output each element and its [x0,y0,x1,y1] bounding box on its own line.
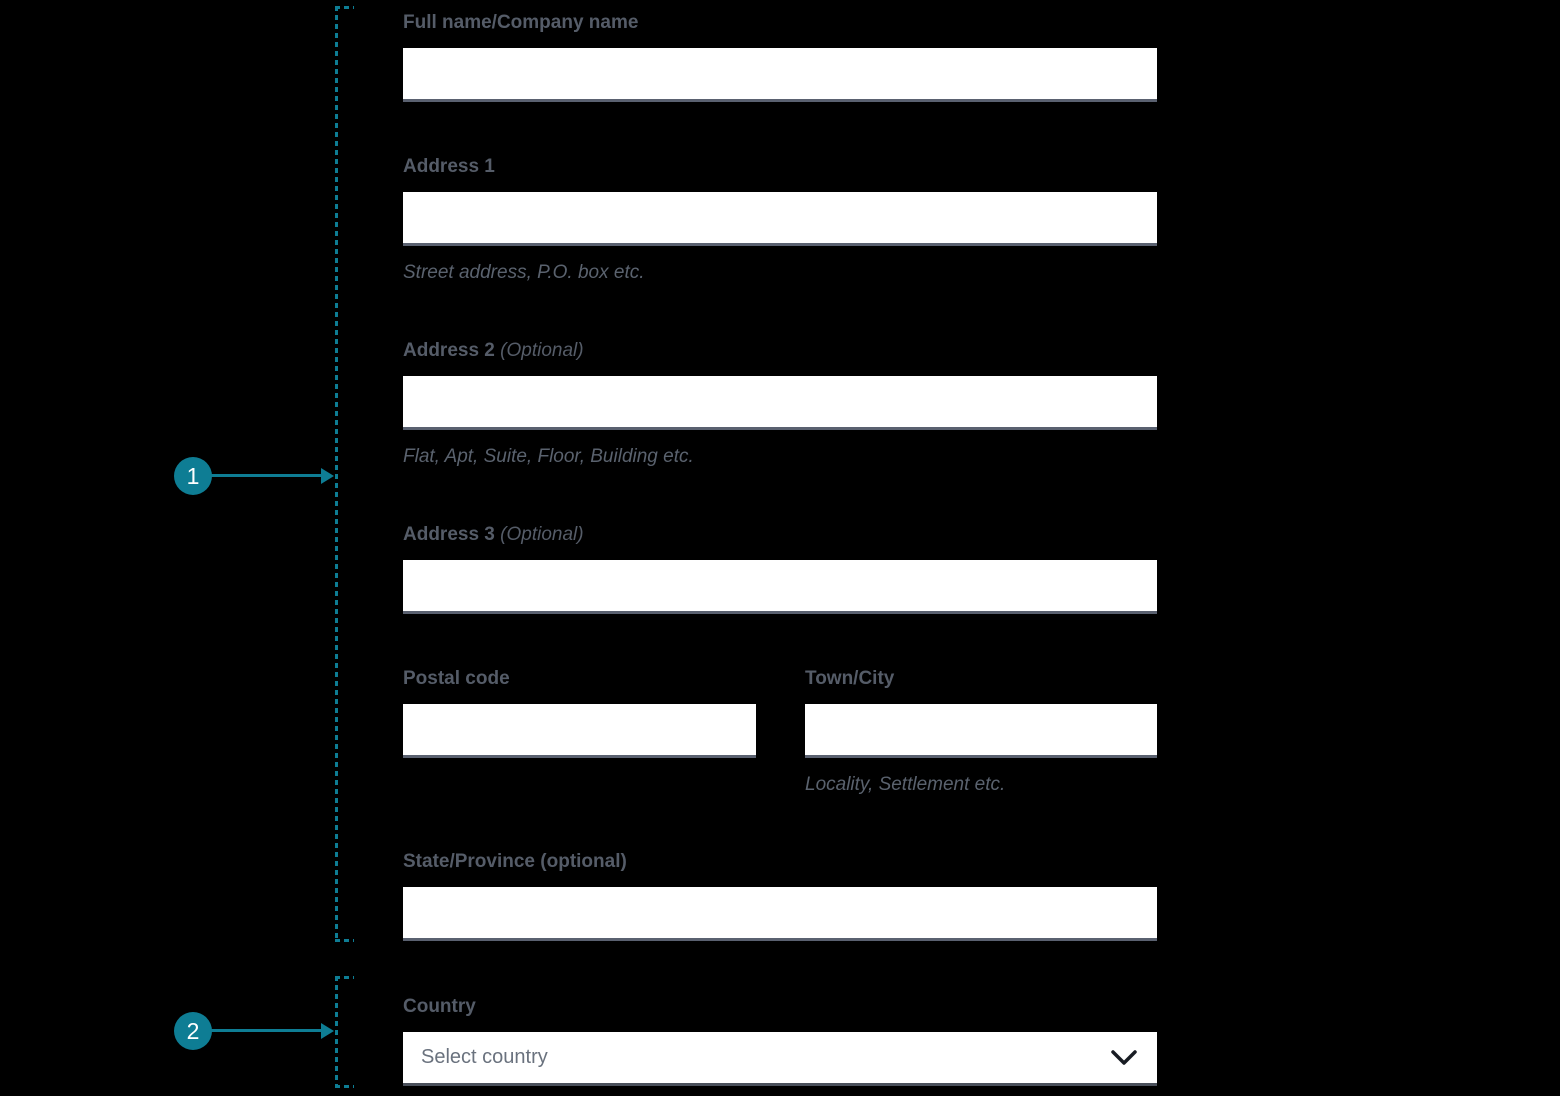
field-group-full-name: Full name/Company name [403,11,1157,102]
address-2-label-text: Address 2 [403,340,495,361]
country-label: Country [403,996,476,1017]
address-2-label: Address 2 (Optional) [403,339,1157,363]
annotation-arrow-1-line [211,474,323,477]
bracket-dashed-line [335,976,338,1088]
chevron-down-icon [1111,1049,1137,1065]
address-1-hint: Street address, P.O. box etc. [403,262,645,283]
address-2-hint: Flat, Apt, Suite, Floor, Building etc. [403,446,694,467]
annotation-arrow-2-line [211,1029,323,1032]
country-select-value: Select country [421,1046,548,1068]
field-group-state-province: State/Province (optional) [403,850,1157,941]
field-group-postal-code: Postal code [403,667,756,758]
address-1-label: Address 1 [403,156,495,177]
annotation-arrow-1-head-icon [321,468,334,484]
address-3-label: Address 3 (Optional) [403,523,1157,547]
bracket-tick-top [335,6,354,9]
full-name-label: Full name/Company name [403,12,639,33]
address-1-input[interactable] [403,192,1157,246]
postal-code-label: Postal code [403,668,510,689]
town-city-hint: Locality, Settlement etc. [805,774,1006,795]
field-group-country: Country Select country [403,995,1157,1086]
address-3-label-text: Address 3 [403,524,495,545]
bracket-dashed-line [335,6,338,942]
field-group-address-2: Address 2 (Optional) Flat, Apt, Suite, F… [403,339,1157,469]
address-2-input[interactable] [403,376,1157,430]
state-province-label: State/Province (optional) [403,851,627,872]
full-name-input[interactable] [403,48,1157,102]
annotation-bracket-2 [335,976,355,1088]
field-group-address-3: Address 3 (Optional) [403,523,1157,614]
bracket-tick-top [335,976,354,979]
field-group-town-city: Town/City Locality, Settlement etc. [805,667,1157,797]
field-group-address-1: Address 1 Street address, P.O. box etc. [403,155,1157,285]
annotation-bracket-1 [335,6,355,942]
address-3-input[interactable] [403,560,1157,614]
annotation-arrow-2-head-icon [321,1023,334,1039]
address-2-optional-suffix: (Optional) [494,340,584,361]
state-province-input[interactable] [403,887,1157,941]
bracket-tick-bottom [335,939,354,942]
town-city-input[interactable] [805,704,1157,758]
country-select[interactable]: Select country [403,1032,1157,1086]
postal-code-input[interactable] [403,704,756,758]
town-city-label: Town/City [805,668,895,689]
address-3-optional-suffix: (Optional) [494,524,584,545]
annotation-marker-2: 2 [174,1012,212,1050]
bracket-tick-bottom [335,1085,354,1088]
annotation-marker-1: 1 [174,457,212,495]
